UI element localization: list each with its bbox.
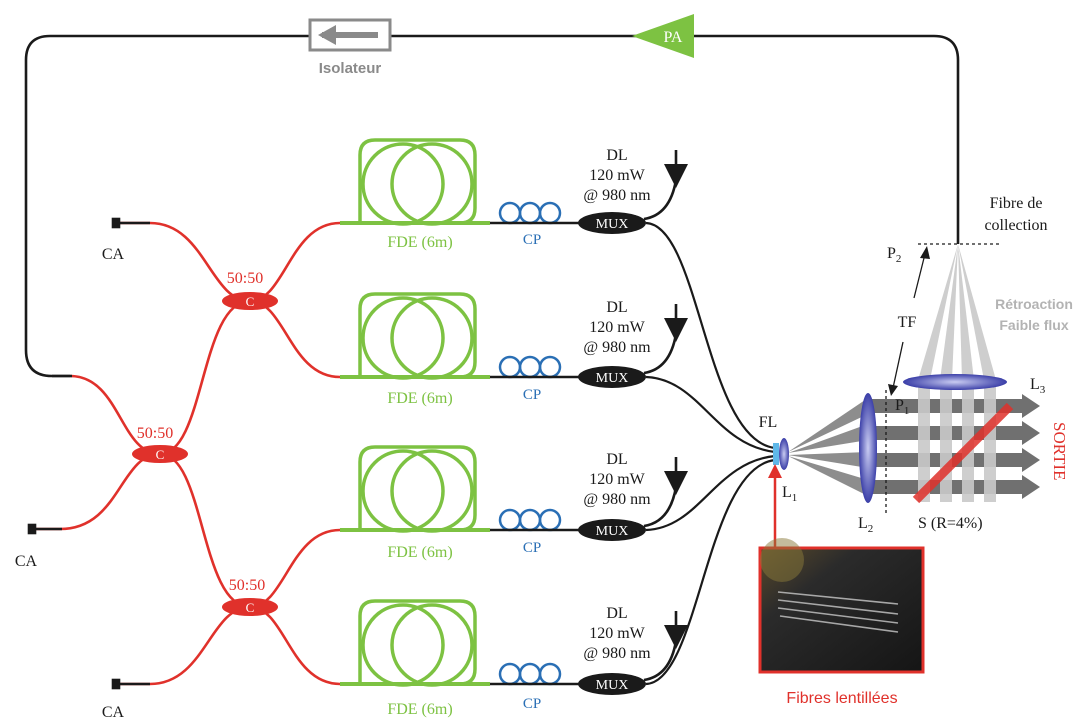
mux-4 [578, 673, 646, 695]
pa-label: PA [664, 29, 683, 46]
coupler-bottom-letter: C [246, 600, 255, 615]
dl-label-2c: @ 980 nm [583, 339, 651, 356]
pump-diode-icon-1 [664, 164, 688, 188]
feedback-fiber-loop [24, 34, 960, 378]
fde-coil-1 [358, 138, 477, 226]
feedback-beams [918, 244, 996, 502]
mux-label-3: MUX [596, 524, 629, 539]
beam-splitter [912, 402, 1014, 504]
dl-label-2a: DL [606, 299, 627, 316]
p1-label: P1 [895, 397, 909, 417]
output-fibers [645, 221, 776, 686]
lensed-fibers-photo: Fibres lentillées [758, 464, 925, 707]
dl-label-4c: @ 980 nm [583, 645, 651, 662]
mux-label-2: MUX [596, 371, 629, 386]
coupler-top-ratio: 50:50 [227, 270, 263, 287]
fde-coil-4 [358, 599, 477, 687]
pump-diode-icon-3 [664, 471, 688, 495]
fde-coil-3 [358, 445, 477, 533]
retroaction-label-1: Rétroaction [995, 296, 1073, 312]
arm-1: FDE (6m) CP MUX DL 120 mW @ 980 nm [340, 138, 688, 251]
ca-terminals [27, 217, 150, 690]
sortie-label: SORTIE [1050, 422, 1069, 480]
dl-label-4b: 120 mW [589, 625, 645, 642]
arm-4: FDE (6m) CP MUX DL 120 mW @ 980 nm [340, 599, 688, 718]
fibres-lentillees-label: Fibres lentillées [786, 690, 897, 707]
coupler-top-letter: C [246, 294, 255, 309]
pump-diode-icon-4 [664, 625, 688, 649]
coupler-middle-letter: C [156, 447, 165, 462]
fibre-collection-label-1: Fibre de [990, 195, 1043, 212]
coupler-bottom: C 50:50 [222, 577, 278, 616]
fl-label: FL [759, 414, 778, 431]
tf-up-arrow-icon [920, 246, 930, 259]
mux-2 [578, 366, 646, 388]
cp-label-2: CP [523, 387, 541, 403]
tf-label: TF [898, 314, 917, 331]
beam-arrow-icon-2 [1022, 421, 1040, 445]
fde-label-4: FDE (6m) [387, 701, 452, 718]
power-amplifier: PA [632, 14, 694, 58]
photo-pointer-arrow-icon [768, 464, 782, 478]
coupler-bottom-ratio: 50:50 [229, 577, 265, 594]
isolator-label: Isolateur [319, 60, 382, 77]
dl-label-1b: 120 mW [589, 167, 645, 184]
fiber-lens-array: FL L1 [759, 414, 798, 504]
amplifier-triangle-icon [632, 14, 694, 58]
dl-label-1c: @ 980 nm [583, 187, 651, 204]
coupler-fibers [36, 221, 341, 686]
l2-label: L2 [858, 515, 873, 535]
coupler-middle: C 50:50 [132, 425, 188, 463]
dl-label-3a: DL [606, 451, 627, 468]
dl-label-3b: 120 mW [589, 471, 645, 488]
splitter-label: S (R=4%) [918, 515, 983, 532]
arm-3: FDE (6m) CP MUX DL 120 mW @ 980 nm [340, 445, 688, 561]
retroaction-label-2: Faible flux [999, 317, 1068, 333]
beam-arrow-icon-1 [1022, 394, 1040, 418]
lens-l1 [779, 438, 789, 470]
isolator: Isolateur [308, 18, 392, 77]
beam-arrow-icon-3 [1022, 448, 1040, 472]
ca-label-middle: CA [15, 553, 38, 570]
mux-1 [578, 212, 646, 234]
p2-label: P2 [887, 245, 901, 265]
lens-l2 [859, 393, 877, 503]
dl-label-2b: 120 mW [589, 319, 645, 336]
lens-l3 [903, 374, 1007, 390]
coupler-top: C 50:50 [222, 270, 278, 310]
cp-label-1: CP [523, 232, 541, 248]
cp-loops-2 [498, 355, 562, 379]
fde-label-2: FDE (6m) [387, 390, 452, 407]
ca-label-top: CA [102, 246, 125, 263]
fde-coil-2 [358, 292, 477, 380]
fde-label-3: FDE (6m) [387, 544, 452, 561]
tf-down-arrow-icon [888, 384, 898, 396]
cp-label-4: CP [523, 696, 541, 712]
beam-arrow-icon-4 [1022, 475, 1040, 499]
cp-loops-1 [498, 201, 562, 225]
dl-label-3c: @ 980 nm [583, 491, 651, 508]
pump-diode-icon-2 [664, 318, 688, 342]
beam-fan [788, 398, 868, 496]
cp-loops-3 [498, 508, 562, 532]
tf-arrows [888, 246, 930, 396]
l3-label: L3 [1030, 376, 1046, 396]
mux-label-4: MUX [596, 678, 629, 693]
cp-label-3: CP [523, 540, 541, 556]
fibre-collection-label-2: collection [984, 217, 1047, 234]
l1-label: L1 [782, 484, 797, 504]
isolator-arrow-icon [318, 25, 336, 45]
mux-3 [578, 519, 646, 541]
ca-label-bottom: CA [102, 704, 125, 721]
arm-2: FDE (6m) CP MUX DL 120 mW @ 980 nm [340, 292, 688, 407]
fde-label-1: FDE (6m) [387, 234, 452, 251]
mux-label-1: MUX [596, 217, 629, 232]
coupler-middle-ratio: 50:50 [137, 425, 173, 442]
dl-label-1a: DL [606, 147, 627, 164]
cp-loops-4 [498, 662, 562, 686]
dl-label-4a: DL [606, 605, 627, 622]
